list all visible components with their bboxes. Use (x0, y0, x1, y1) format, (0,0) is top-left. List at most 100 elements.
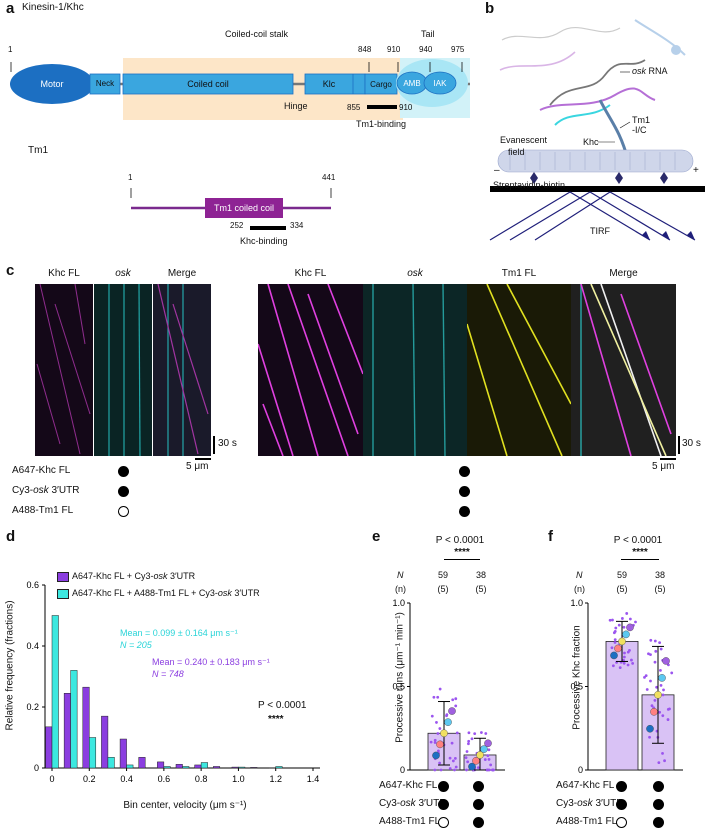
f-point (614, 626, 618, 630)
f-replicate-mean (618, 637, 626, 646)
chart-e-bars: 00.51.0 (392, 598, 505, 775)
f-n-1: (5) (616, 584, 628, 594)
e-dot-2-tm1 (473, 817, 484, 828)
d-xtick-label: 0.6 (158, 774, 171, 784)
e-point (433, 741, 437, 744)
f-cond-tm1: A488-Tm1 FL (556, 816, 618, 827)
f-N-2: 38 (654, 570, 665, 580)
d-ytick-label: 0 (34, 763, 39, 773)
f-point (649, 638, 653, 642)
legend-swatch-cyan (57, 589, 69, 599)
e-point (489, 763, 493, 767)
f-replicate-mean (622, 630, 630, 639)
e-point (453, 768, 456, 772)
f-point (622, 661, 626, 665)
e-point (470, 737, 474, 741)
e-point (486, 754, 490, 757)
d-bar-cyan (89, 737, 97, 769)
f-point (655, 685, 659, 689)
e-N-label: N (397, 570, 404, 580)
c-cond-osk: Cy3-osk 3′UTR (12, 485, 80, 496)
f-point (644, 674, 648, 678)
e-point (451, 698, 455, 702)
tm1-ic-label: Tm1-I/C (632, 115, 650, 135)
d-bar-cyan (238, 766, 246, 769)
legend-swatch-purple (57, 572, 69, 582)
iak-domain (423, 71, 457, 95)
e-sig-line (444, 559, 480, 560)
f-replicate-mean (626, 623, 634, 632)
f-point (622, 655, 626, 659)
e-replicate-mean (480, 745, 488, 753)
e-N-1: 59 (437, 570, 448, 580)
f-point (658, 641, 662, 645)
d-ytick-label: 0.6 (26, 580, 39, 590)
e-point (435, 721, 438, 724)
f-point (659, 684, 663, 687)
c-cond-khc: A647-Khc FL (12, 465, 71, 476)
e-point (453, 757, 457, 760)
minus-end-label: – (494, 165, 500, 176)
d-bar-cyan (126, 764, 134, 769)
f-dot-1-tm1 (616, 817, 627, 828)
e-replicate-mean (436, 740, 444, 749)
f-point (649, 653, 652, 657)
pos-1: 1 (8, 45, 13, 54)
f-point (661, 751, 664, 755)
khc-bind-start: 252 (230, 221, 244, 230)
f-point (670, 671, 674, 675)
e-cond-osk: Cy3-osk 3′UTR (379, 798, 447, 809)
f-point (653, 639, 657, 643)
e-point (432, 695, 436, 699)
e-point (464, 756, 468, 759)
e-point (465, 768, 468, 772)
f-replicate-mean (646, 724, 654, 733)
f-dot-1-osk (616, 799, 627, 810)
motor-domain (10, 64, 94, 104)
len-scale-right: 5 μm (652, 461, 675, 472)
f-point (654, 649, 658, 653)
khc-label: Khc (583, 137, 599, 147)
d-bar-cyan (70, 670, 78, 769)
pos-848: 848 (358, 45, 372, 54)
c-dot-left-tm1 (118, 506, 129, 517)
d-bar-purple (175, 764, 183, 769)
tm1-bind-start: 855 (347, 103, 361, 112)
tail-label: Tail (421, 29, 435, 39)
f-replicate-mean (650, 708, 658, 716)
d-bar-purple (250, 767, 258, 769)
e-point (433, 738, 437, 742)
e-point (455, 731, 459, 735)
d-bar-purple (63, 693, 71, 769)
c-dot-right-osk (459, 486, 470, 497)
e-point (436, 732, 440, 735)
f-N-1: 59 (616, 570, 627, 580)
f-point (649, 679, 652, 683)
legend-cyan: A647-Khc FL + A488-Tm1 FL + Cy3-osk 3′UT… (72, 588, 260, 598)
f-point (617, 623, 621, 627)
time-scale-bar-right (678, 436, 680, 454)
e-stars: **** (454, 547, 470, 558)
f-dot-2-khc (653, 781, 664, 792)
e-point (467, 731, 471, 735)
streptavidin-label: Streptavidin-biotin (493, 180, 566, 190)
f-N-label: N (576, 570, 583, 580)
c-cond-tm1: A488-Tm1 FL (12, 505, 74, 516)
kymo-left-osk (94, 284, 152, 456)
e-dot-1-khc (438, 781, 449, 792)
d-bar-cyan (182, 766, 190, 769)
khc-bind-end: 334 (290, 221, 304, 230)
tm1-binding-label: Tm1-binding (356, 119, 407, 129)
d-bar-purple (213, 766, 221, 769)
e-point (467, 739, 471, 743)
e-cond-tm1: A488-Tm1 FL (379, 816, 441, 827)
f-point (612, 631, 616, 635)
e-replicate-mean (432, 751, 440, 760)
c-dot-right-tm1 (459, 506, 470, 517)
e-replicate-mean (476, 751, 484, 759)
f-point (663, 759, 666, 763)
e-point (448, 767, 452, 770)
d-bar-purple (119, 738, 127, 769)
d-bar-cyan (200, 762, 208, 769)
